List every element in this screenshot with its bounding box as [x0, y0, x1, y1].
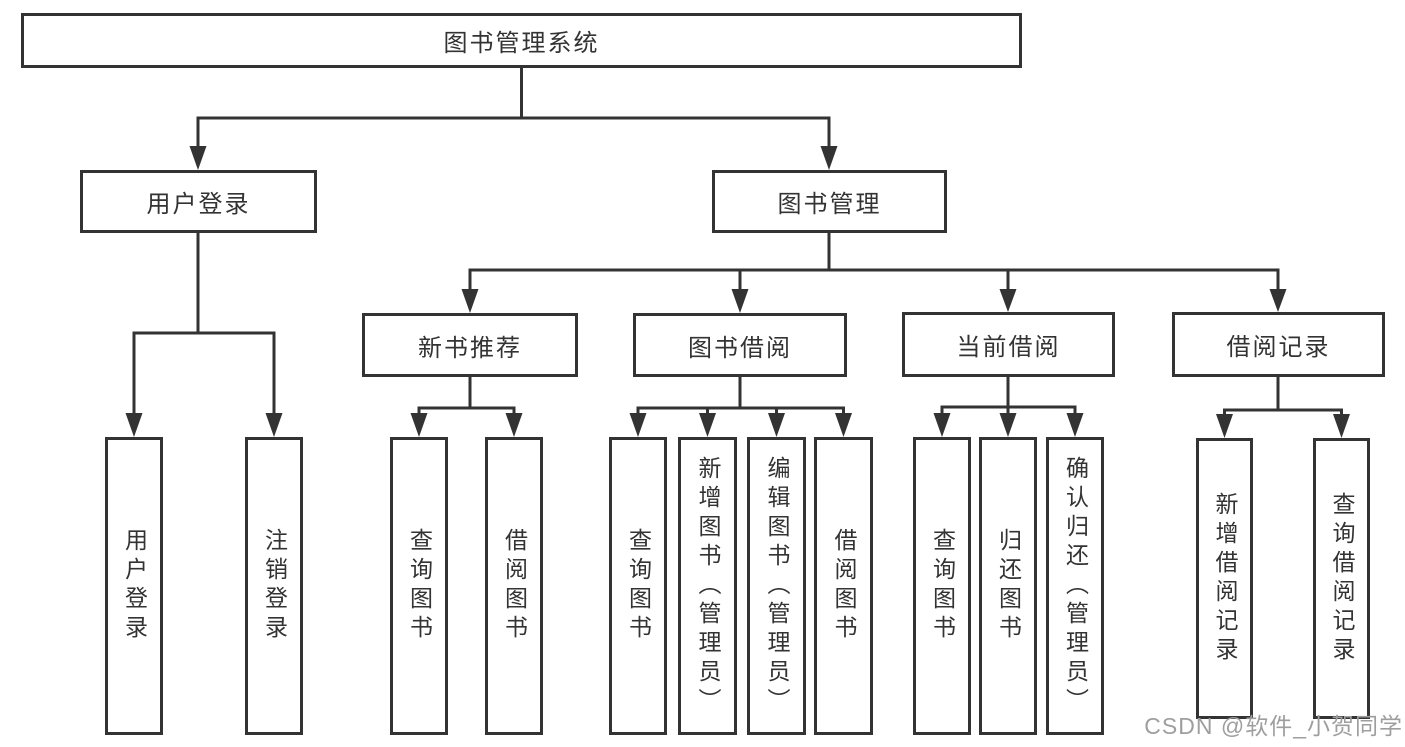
leaf-borrow-books-recommend: 借阅图书	[485, 437, 543, 735]
leaf-add-borrow-record: 新增借阅记录	[1196, 438, 1253, 719]
node-library-system: 图书管理系统	[21, 13, 1022, 68]
leaf-label: 查询借阅记录	[1329, 491, 1355, 666]
leaf-edit-book-admin: 编辑图书（管理员）	[747, 437, 806, 735]
leaf-query-books-borrowing: 查询图书	[609, 437, 667, 735]
leaf-label: 新增借阅记录	[1212, 491, 1238, 666]
leaf-label: 确认归还（管理员）	[1062, 455, 1089, 717]
leaf-label: 用户登录	[121, 528, 148, 644]
leaf-label: 查询图书	[929, 528, 956, 644]
node-book-management: 图书管理	[712, 170, 947, 233]
leaf-label: 新增图书（管理员）	[695, 455, 721, 717]
leaf-borrow-books: 借阅图书	[814, 437, 873, 735]
leaf-label: 查询图书	[406, 528, 433, 644]
leaf-label: 借阅图书	[831, 528, 857, 644]
leaf-logout: 注销登录	[245, 437, 303, 735]
node-borrow-records: 借阅记录	[1172, 312, 1385, 377]
leaf-add-book-admin: 新增图书（管理员）	[678, 437, 737, 735]
leaf-label: 查询图书	[625, 528, 652, 644]
leaf-label: 编辑图书（管理员）	[764, 455, 790, 717]
leaf-label: 归还图书	[995, 528, 1022, 644]
leaf-user-login: 用户登录	[105, 437, 163, 735]
node-user-login: 用户登录	[80, 170, 317, 233]
leaf-query-books-current: 查询图书	[913, 437, 971, 735]
leaf-return-books: 归还图书	[979, 437, 1037, 735]
leaf-label: 借阅图书	[501, 528, 528, 644]
leaf-query-borrow-record: 查询借阅记录	[1313, 438, 1370, 719]
leaf-confirm-return-admin: 确认归还（管理员）	[1046, 437, 1104, 735]
leaf-label: 注销登录	[261, 528, 288, 644]
leaf-query-books-recommend: 查询图书	[390, 437, 448, 735]
node-current-borrowing: 当前借阅	[902, 312, 1115, 377]
node-new-book-recommend: 新书推荐	[362, 313, 578, 377]
node-book-borrowing: 图书借阅	[633, 313, 847, 377]
csdn-watermark: CSDN @软件_小贺同学	[1144, 713, 1403, 739]
